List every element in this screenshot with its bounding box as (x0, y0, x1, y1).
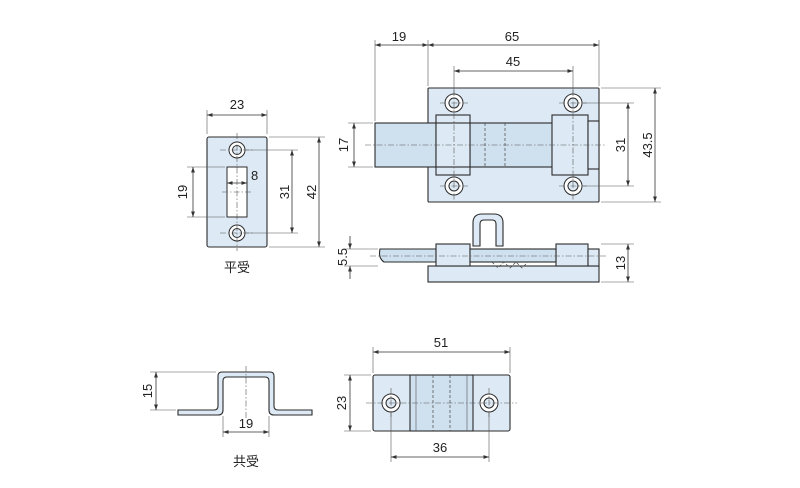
common-receiver-side-view: 15 19 共受 (140, 366, 313, 470)
bolt-base-side (427, 265, 600, 283)
dim-flat-hole-pitch: 31 (277, 185, 292, 199)
dim-flat-slot-height: 19 (175, 185, 190, 199)
dim-bolt-plate-thickness: 5.5 (335, 248, 350, 266)
bolt-handle (472, 213, 504, 247)
flat-receiver-caption: 平受 (224, 261, 250, 276)
dim-bolt-hole-pitch-y: 31 (613, 138, 628, 152)
bolt-pin-side (378, 248, 437, 263)
dim-common-hole-pitch: 36 (433, 440, 447, 455)
dim-bolt-base-height: 43.5 (640, 132, 655, 157)
dim-bolt-pin-diameter: 17 (336, 138, 351, 152)
bolt-side-view: 5.5 13 (335, 213, 634, 283)
common-receiver-plan-view: 51 23 36 (334, 335, 517, 462)
dim-common-length: 51 (434, 335, 448, 350)
common-receiver-bracket (177, 371, 313, 416)
dim-flat-height: 42 (304, 185, 319, 199)
dim-bolt-base-length: 65 (505, 29, 519, 44)
bolt-top-view: 19 65 45 17 31 43.5 (336, 29, 661, 203)
common-receiver-caption: 共受 (233, 455, 259, 470)
flat-receiver-view: 23 19 8 31 42 平受 (175, 97, 325, 276)
dim-common-inner-width: 19 (239, 416, 253, 431)
dim-bolt-total-height: 13 (613, 256, 628, 270)
dim-flat-slot-width: 8 (251, 168, 258, 183)
dim-bolt-hole-pitch-x: 45 (506, 54, 520, 69)
dim-flat-width: 23 (230, 97, 244, 112)
dim-bolt-pin-length: 19 (392, 29, 406, 44)
dim-common-height: 15 (140, 384, 155, 398)
dim-common-plan-height: 23 (334, 396, 349, 410)
